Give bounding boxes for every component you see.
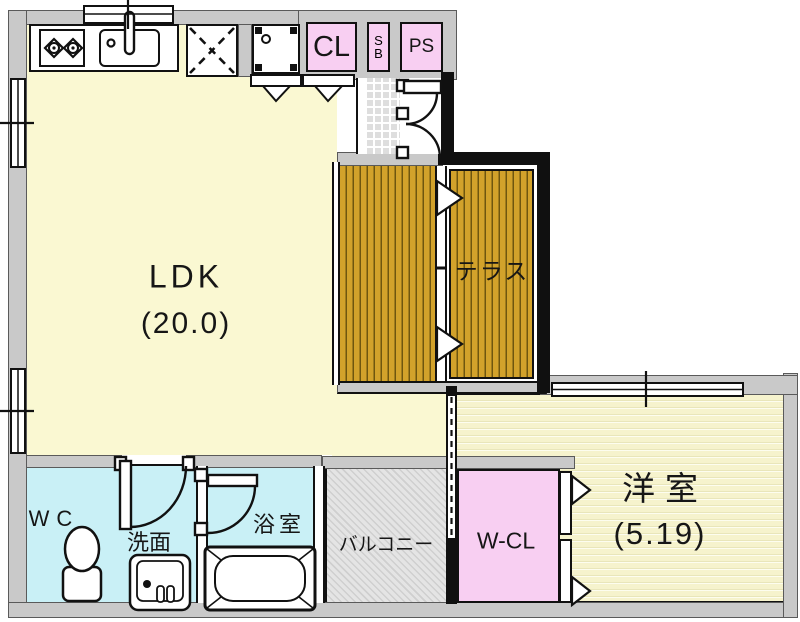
- closet-fold-door-2: [302, 74, 355, 87]
- wall-wcl-top: [447, 456, 575, 469]
- washer-space: [252, 24, 300, 74]
- closet-fold-door-1: [250, 74, 302, 87]
- wcl-label: W-CL: [476, 527, 536, 554]
- closet-label: CL: [312, 30, 351, 63]
- room-balcony: [325, 469, 446, 603]
- ldk-label: LDK: [148, 258, 224, 295]
- wc-label: WC: [28, 506, 80, 531]
- room-wc-washroom: [27, 464, 197, 603]
- sliding-door-ldk-western: [446, 394, 457, 540]
- room-wcl: [457, 469, 560, 603]
- wall-genkan-bottom: [337, 152, 443, 166]
- stove-box: [39, 29, 85, 67]
- wall-balcony-top: [322, 456, 447, 469]
- wall-bottom: [8, 602, 798, 618]
- genkan-step: [356, 78, 367, 154]
- wall-wcl-left-lower: [446, 538, 457, 604]
- refrigerator-space: [186, 24, 238, 77]
- closet-box: CL: [306, 22, 357, 72]
- pipespace-box: PS: [400, 22, 443, 72]
- entry-frame-right: [441, 72, 454, 160]
- genkan-tile-floor: [367, 78, 400, 154]
- ldk-size-label: (20.0): [140, 307, 232, 340]
- bath-label: 浴室: [252, 512, 306, 537]
- wall-right: [783, 373, 798, 618]
- room-ldk-extension: [332, 385, 447, 456]
- sink-box: [99, 29, 160, 67]
- wall-bath-balcony: [313, 466, 325, 603]
- shoebox-label-b: B: [374, 46, 383, 61]
- shoebox-label-s: S: [374, 33, 383, 48]
- wall-washroom-bath: [196, 466, 208, 603]
- western-window: [551, 382, 744, 397]
- left-window-lower: [10, 368, 26, 454]
- pipespace-label: PS: [408, 36, 435, 57]
- left-window-upper: [10, 78, 26, 168]
- slide-door-cap: [446, 386, 457, 396]
- shoebox-box: S B: [367, 22, 390, 72]
- western-label: 洋室: [622, 470, 708, 507]
- kitchen-window: [83, 5, 174, 24]
- terrace-frame-right: [537, 152, 550, 393]
- wcl-door-panel-2: [559, 539, 572, 603]
- terrace-deck-left: [340, 166, 435, 381]
- genkan-door-area: [400, 78, 441, 154]
- room-ldk: [27, 25, 337, 455]
- terrace-slide-track: [435, 166, 447, 381]
- western-size-label: (5.19): [613, 516, 707, 551]
- washroom-label: 洗面: [126, 530, 172, 555]
- terrace-frame-top: [438, 152, 550, 165]
- wall-terrace-bottom: [337, 381, 547, 394]
- terrace-label: テラス: [454, 258, 530, 284]
- ldk-terrace-window: [332, 162, 340, 385]
- balcony-label: バルコニー: [338, 534, 434, 556]
- wcl-door-panel-1: [559, 471, 572, 535]
- wall-ldk-bottom-left: [26, 455, 122, 468]
- wall-kitchen-column: [238, 24, 252, 77]
